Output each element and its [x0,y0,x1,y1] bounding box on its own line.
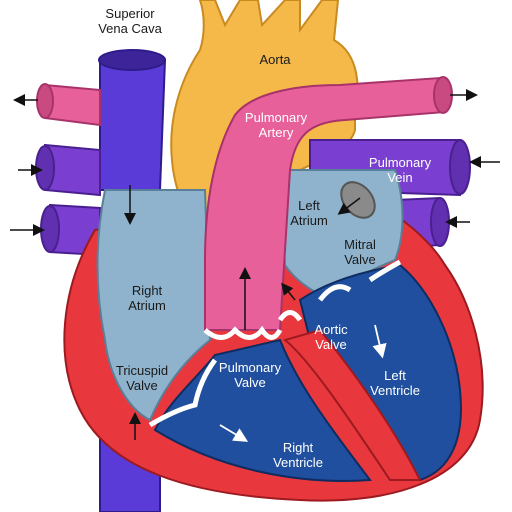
aortic-valve-shape [277,310,303,322]
label-aorta: Aorta [259,52,291,67]
label-pulmonary-vein: Pulmonary Vein [368,155,432,185]
septum [282,328,422,481]
vena-cava-opening [98,49,166,71]
pulmonary-valve-shape [203,325,283,340]
label-tricuspid-valve: Tricuspid Valve [115,363,169,393]
right-ventricle-shape [153,338,372,482]
label-mitral-valve: Mitral Valve [344,237,376,267]
label-aortic-valve: Aortic Valve [314,322,348,352]
label-left-ventricle: Left Ventricle [370,368,420,398]
label-superior-vena-cava: Superior Vena Cava [98,6,162,36]
label-pulmonary-artery: Pulmonary Artery [244,110,308,140]
superior-vena-cava-shape [99,51,167,191]
mitral-valve-shape [318,259,402,302]
right-atrium-shape [96,189,212,422]
pulmonary-artery-trunk [204,76,447,331]
label-pulmonary-valve: Pulmonary Valve [218,360,282,390]
tricuspid-valve-shape [148,358,218,428]
label-left-atrium: Left Atrium [290,198,328,228]
label-right-ventricle: Right Ventricle [273,440,323,470]
label-right-atrium: Right Atrium [128,283,166,313]
